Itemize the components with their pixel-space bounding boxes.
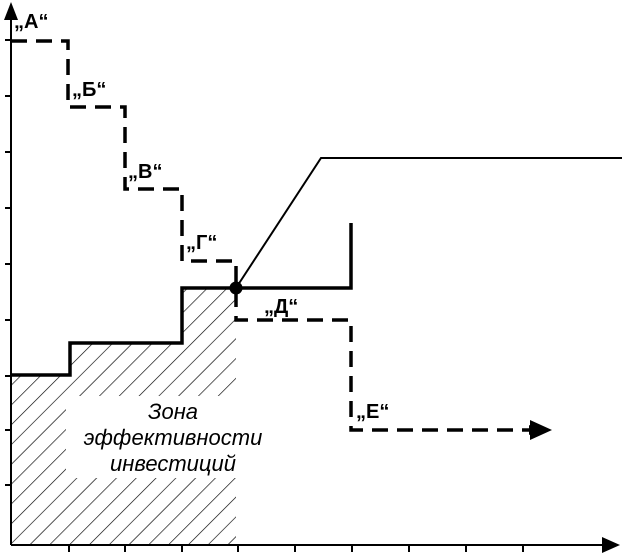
label-a: „A“: [14, 11, 48, 33]
solid-staircase-line: [11, 223, 353, 377]
y-axis-arrowhead: [4, 2, 18, 20]
dashed-staircase-line: [11, 39, 539, 435]
intersection-point: [229, 281, 243, 295]
thin-rising-line: [235, 157, 622, 289]
zone-text-line-2: эффективности: [84, 425, 263, 450]
label-v: „В“: [128, 161, 162, 183]
label-g: „Г“: [186, 232, 217, 254]
label-e: „Е“: [356, 401, 389, 423]
y-axis-ticks: [5, 39, 11, 486]
zone-text-line-3: инвестиций: [110, 451, 236, 476]
x-axis-arrowhead: [602, 537, 620, 553]
dashed-arrowhead: [530, 420, 552, 440]
zone-text-backing: [66, 396, 280, 478]
label-b: „Б“: [72, 79, 106, 101]
label-d: „Д“: [264, 296, 298, 318]
zone-text-line-1: Зона: [148, 399, 198, 424]
x-axis-ticks: [68, 545, 524, 552]
